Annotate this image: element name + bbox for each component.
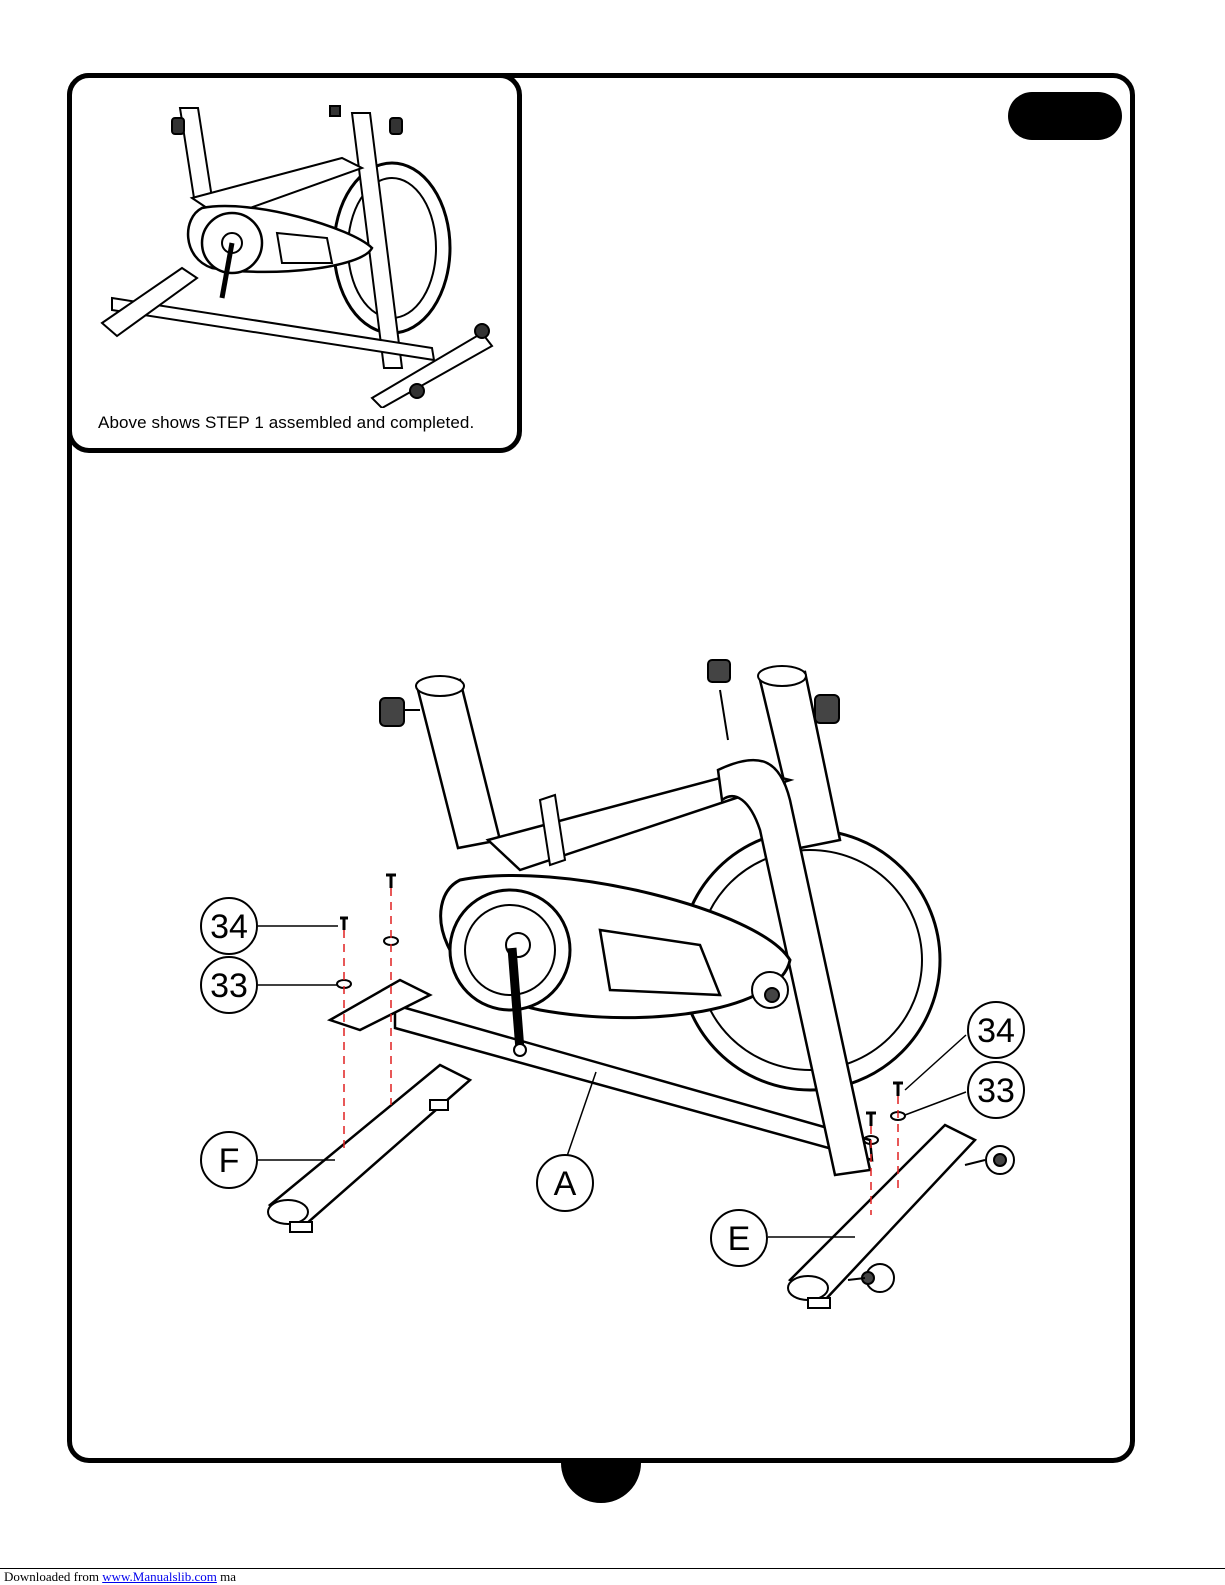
seat-post: [380, 676, 500, 848]
front-stabilizer-e: [788, 1125, 1014, 1308]
callout-34-right-label: 34: [977, 1012, 1015, 1050]
callout-34-left-label: 34: [210, 908, 248, 946]
footer-prefix: Downloaded from: [4, 1569, 102, 1584]
manualslib-link[interactable]: www.Manualslib.com: [102, 1569, 217, 1584]
callout-33-right-label: 33: [977, 1072, 1015, 1110]
callout-e-label: E: [728, 1220, 751, 1258]
footer-suffix: ma: [217, 1569, 236, 1584]
callout-f-label: F: [219, 1142, 240, 1180]
callout-33-left-label: 33: [210, 967, 248, 1005]
bolts-right: [864, 1083, 905, 1144]
download-footer: Downloaded from www.Manualslib.com ma: [0, 1568, 1225, 1585]
bolts-left: [337, 875, 398, 988]
callout-a-label: A: [554, 1165, 577, 1203]
